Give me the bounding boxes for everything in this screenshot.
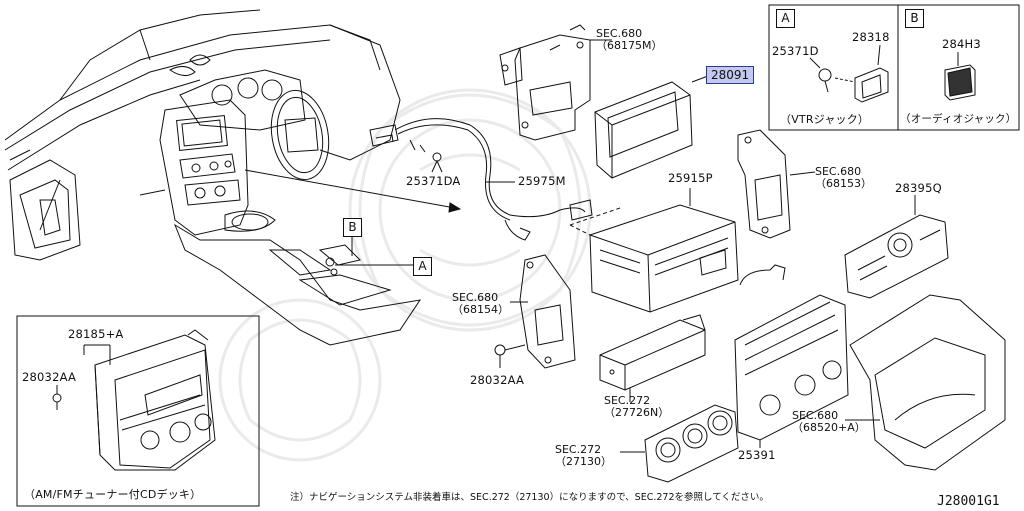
callout-leaders — [335, 236, 414, 266]
sec680-68175m-sub: （68175M） — [596, 39, 663, 52]
audio-jack-part — [944, 52, 976, 101]
sec680-68175m-label[interactable]: SEC.680 （68175M） — [596, 28, 662, 52]
vtr-jack-parts — [809, 44, 889, 103]
bracket-68154 — [510, 254, 576, 369]
part-25371d-label[interactable]: 25371D — [772, 44, 819, 58]
part-28185a-label[interactable]: 28185+A — [68, 327, 124, 341]
sec680-68154-sec: SEC.680 — [452, 291, 499, 304]
part-25915p-label[interactable]: 25915P — [668, 171, 713, 185]
diagram-id: J28001G1 — [937, 494, 1000, 509]
sec680-68153-sub: （68153） — [815, 177, 872, 190]
part-28091-highlighted[interactable]: 28091 — [706, 66, 755, 84]
sec680-68154-label[interactable]: SEC.680 （68154） — [452, 292, 509, 316]
watermark-emblem — [218, 88, 592, 462]
part-25975m-label[interactable]: 25975M — [518, 174, 566, 188]
pointer-arrow — [244, 169, 462, 213]
screw-28032aa — [494, 344, 526, 368]
harness-25975m — [369, 118, 593, 241]
sec680-68153-sec: SEC.680 — [815, 165, 862, 178]
part-25391-label[interactable]: 25391 — [738, 448, 776, 462]
sec680-68520a-label[interactable]: SEC.680 （68520+A） — [792, 410, 866, 434]
sec680-68175m-sec: SEC.680 — [596, 27, 643, 40]
callout-a[interactable]: A — [413, 257, 432, 276]
bracket-68153 — [737, 129, 816, 239]
sec272-27130-label[interactable]: SEC.272 （27130） — [555, 444, 612, 468]
sec272-27130-sub: （27130） — [555, 455, 612, 468]
nav-unit-25915p — [569, 188, 739, 313]
part-284h3-label[interactable]: 284H3 — [942, 37, 981, 51]
inset-b-caption: （オーディオジャック） — [900, 113, 1017, 125]
part-28032aa-inset-label[interactable]: 28032AA — [22, 370, 77, 384]
inset-b-letter: B — [905, 9, 924, 28]
part-25371da-label[interactable]: 25371DA — [406, 174, 461, 188]
screw-25371da — [431, 152, 443, 173]
inset-frame-radio — [16, 315, 260, 507]
dashboard-illustration — [4, 9, 422, 346]
cd-deck-28185a — [52, 329, 216, 471]
sec680-68520a-sub: （68520+A） — [792, 421, 866, 434]
sec680-68153-label[interactable]: SEC.680 （68153） — [815, 166, 872, 190]
callout-b[interactable]: B — [343, 218, 362, 237]
sec272-27726n-label[interactable]: SEC.272 （27726N） — [604, 395, 669, 419]
part-28318-label[interactable]: 28318 — [852, 30, 890, 44]
nav-display-28091 — [594, 75, 709, 179]
sec272-27130-sec: SEC.272 — [555, 443, 602, 456]
sec272-27726n-sec: SEC.272 — [604, 394, 651, 407]
audio-panel-25391 — [734, 264, 849, 448]
module-27726n — [599, 314, 706, 402]
climate-panel-27130 — [620, 404, 739, 483]
finisher-68520a — [845, 294, 1006, 471]
inset-radio-caption: （AM/FMチューナー付CDデッキ） — [24, 488, 202, 501]
sec272-27726n-sub: （27726N） — [604, 406, 670, 419]
part-28395q-label[interactable]: 28395Q — [895, 181, 942, 195]
inset-a-caption: （VTRジャック） — [780, 113, 870, 126]
footnote: 注）ナビゲーションシステム非装着車は、SEC.272（27130）になりますので… — [290, 492, 769, 503]
inset-a-letter: A — [776, 9, 795, 28]
bracket-68175m — [499, 24, 612, 141]
sec680-68154-sub: （68154） — [452, 303, 509, 316]
inset-frame-ab — [768, 4, 1020, 131]
part-28032aa-label[interactable]: 28032AA — [470, 373, 525, 387]
sec680-68520a-sec: SEC.680 — [792, 409, 839, 422]
switch-panel-28395q — [844, 195, 949, 299]
